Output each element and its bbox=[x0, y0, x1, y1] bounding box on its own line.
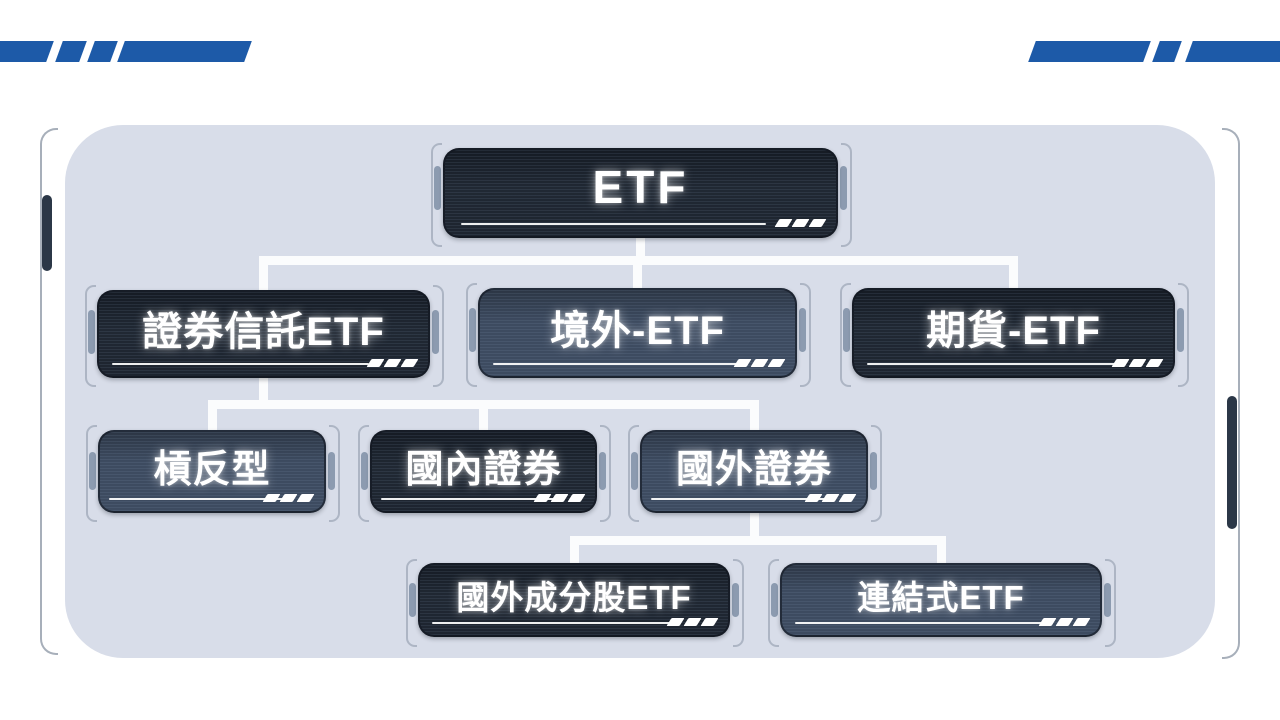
node-label: 證券信託ETF bbox=[142, 310, 385, 354]
stripe-decoration bbox=[0, 41, 54, 62]
node-bracket bbox=[768, 559, 779, 647]
underline-decoration bbox=[794, 622, 1043, 624]
node-handle bbox=[88, 310, 95, 354]
node-futures-etf: 期貨-ETF bbox=[852, 288, 1175, 378]
connector bbox=[570, 538, 579, 567]
node-label: 連結式ETF bbox=[857, 579, 1025, 616]
stripe-decoration bbox=[1152, 41, 1182, 62]
node-handle bbox=[1104, 583, 1111, 617]
stripe-decoration bbox=[55, 41, 87, 62]
node-bracket bbox=[840, 283, 851, 387]
node-bracket bbox=[406, 559, 417, 647]
node-label: 國外證券 bbox=[675, 449, 832, 491]
node-handle bbox=[799, 308, 806, 352]
node-bracket bbox=[1178, 283, 1189, 387]
underline-decoration bbox=[866, 363, 1116, 365]
node-label: 期貨-ETF bbox=[926, 309, 1101, 353]
node-leveraged-inverse: 槓反型 bbox=[98, 430, 326, 513]
underline-decoration bbox=[492, 363, 739, 365]
node-handle bbox=[434, 166, 441, 210]
node-handle bbox=[732, 583, 739, 617]
node-securities-trust-etf: 證券信託ETF bbox=[97, 290, 430, 378]
node-bracket bbox=[433, 285, 444, 387]
node-bracket bbox=[841, 143, 852, 247]
connector bbox=[570, 536, 946, 545]
underline-decoration bbox=[650, 498, 826, 500]
connector bbox=[750, 511, 759, 538]
node-foreign-component-etf: 國外成分股ETF bbox=[418, 563, 730, 637]
scanline-texture bbox=[445, 150, 836, 236]
panel-handle-right bbox=[1227, 396, 1237, 529]
node-bracket bbox=[329, 425, 340, 522]
node-handle bbox=[469, 308, 476, 352]
slash-marks bbox=[262, 494, 315, 502]
node-handle bbox=[1177, 308, 1184, 352]
node-offshore-etf: 境外-ETF bbox=[478, 288, 797, 378]
node-domestic-securities: 國內證券 bbox=[370, 430, 597, 513]
node-handle bbox=[771, 583, 778, 617]
node-label: 槓反型 bbox=[153, 449, 271, 491]
connector bbox=[479, 402, 488, 434]
node-bracket bbox=[800, 283, 811, 387]
panel-bracket-right bbox=[1222, 128, 1240, 659]
slash-marks bbox=[733, 359, 786, 367]
underline-decoration bbox=[112, 363, 369, 365]
node-handle bbox=[843, 308, 850, 352]
node-handle bbox=[409, 583, 416, 617]
node-handle bbox=[361, 452, 368, 490]
node-label: 境外-ETF bbox=[550, 309, 725, 353]
node-handle bbox=[631, 452, 638, 490]
slash-marks bbox=[366, 359, 419, 367]
node-bracket bbox=[871, 425, 882, 522]
slash-marks bbox=[1038, 618, 1091, 626]
node-foreign-securities: 國外證券 bbox=[640, 430, 868, 513]
node-bracket bbox=[358, 425, 369, 522]
underline-decoration bbox=[460, 223, 766, 225]
node-handle bbox=[89, 452, 96, 490]
node-handle bbox=[328, 452, 335, 490]
node-label: 國內證券 bbox=[405, 449, 562, 491]
underline-decoration bbox=[380, 498, 555, 500]
node-bracket bbox=[1105, 559, 1116, 647]
node-label: ETF bbox=[592, 161, 689, 213]
node-handle bbox=[599, 452, 606, 490]
node-handle bbox=[432, 310, 439, 354]
connector bbox=[633, 258, 642, 292]
connector bbox=[259, 376, 268, 404]
slash-marks bbox=[1111, 359, 1164, 367]
connector bbox=[636, 236, 645, 260]
node-bracket bbox=[85, 285, 96, 387]
node-bracket bbox=[466, 283, 477, 387]
underline-decoration bbox=[108, 498, 284, 500]
node-bracket bbox=[600, 425, 611, 522]
connector bbox=[259, 258, 268, 294]
slash-marks bbox=[533, 494, 586, 502]
node-bracket bbox=[431, 143, 442, 247]
node-bracket bbox=[86, 425, 97, 522]
node-bracket bbox=[733, 559, 744, 647]
node-label: 國外成分股ETF bbox=[456, 579, 692, 616]
node-handle bbox=[870, 452, 877, 490]
node-handle bbox=[840, 166, 847, 210]
slash-marks bbox=[774, 219, 827, 227]
node-linked-etf: 連結式ETF bbox=[780, 563, 1102, 637]
underline-decoration bbox=[432, 622, 673, 624]
connector bbox=[750, 402, 759, 434]
node-bracket bbox=[628, 425, 639, 522]
stripe-decoration bbox=[1185, 41, 1280, 62]
slash-marks bbox=[666, 618, 719, 626]
stripe-decoration bbox=[87, 41, 118, 62]
connector bbox=[937, 538, 946, 567]
stripe-decoration bbox=[117, 41, 252, 62]
connector bbox=[208, 402, 217, 434]
node-etf: ETF bbox=[443, 148, 838, 238]
connector bbox=[1009, 258, 1018, 292]
slash-marks bbox=[804, 494, 857, 502]
panel-handle-left bbox=[42, 195, 52, 271]
stripe-decoration bbox=[1028, 41, 1151, 62]
